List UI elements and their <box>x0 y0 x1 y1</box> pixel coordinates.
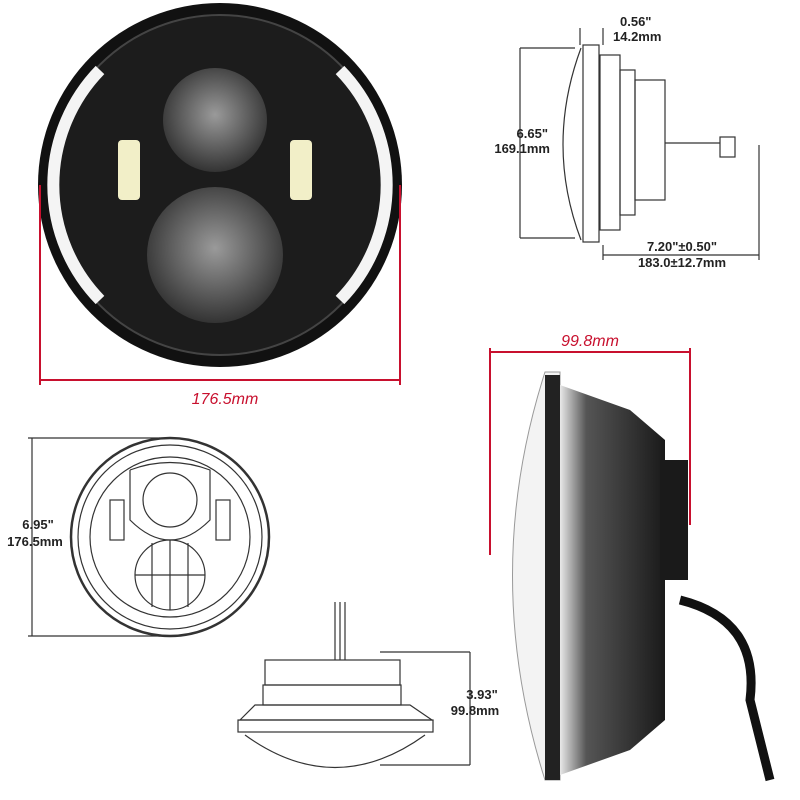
length-inches: 7.20"±0.50" <box>647 239 717 254</box>
side-depth-label: 99.8mm <box>561 333 619 350</box>
depth-inches: 3.93" <box>466 687 497 702</box>
side-photo-headlight <box>512 371 775 782</box>
front-width-label: 176.5mm <box>192 391 259 408</box>
flange-mm: 14.2mm <box>613 29 661 44</box>
diameter-mm: 176.5mm <box>7 534 63 549</box>
depth-mm: 99.8mm <box>451 703 499 718</box>
length-mm: 183.0±12.7mm <box>638 255 726 270</box>
flange-inches: 0.56" <box>620 14 651 29</box>
side-line-drawing <box>519 28 760 260</box>
side-depth-dimension: 99.8mm <box>489 333 691 555</box>
height-mm: 169.1mm <box>494 141 550 156</box>
front-line-drawing <box>28 436 271 638</box>
front-photo-headlight <box>38 3 402 367</box>
top-line-drawing <box>237 602 471 768</box>
front-width-dimension: 176.5mm <box>39 185 401 408</box>
diameter-inches: 6.95" <box>22 517 53 532</box>
height-inches: 6.65" <box>517 126 548 141</box>
